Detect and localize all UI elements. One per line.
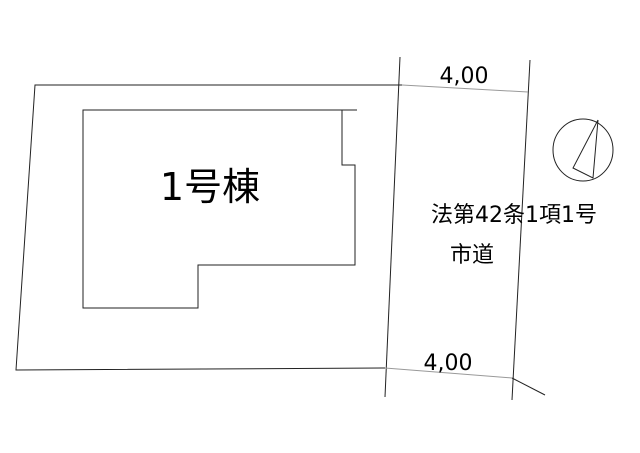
road-classification: 法第42条1項1号 — [431, 203, 597, 228]
lot-boundary — [15, 84, 402, 371]
road-edge-left — [384, 56, 401, 398]
north-arrow-icon — [552, 118, 614, 182]
road-width-bottom: 4,00 — [424, 351, 473, 376]
road-edge-right — [511, 59, 531, 401]
road-type: 市道 — [450, 243, 494, 268]
dimension-line-bottom — [384, 367, 513, 379]
building-label: 1号棟 — [160, 165, 260, 209]
building-outline — [82, 109, 356, 309]
road-extension-line — [511, 377, 546, 396]
road-width-top: 4,00 — [440, 64, 489, 89]
dimension-line-top — [401, 84, 529, 93]
